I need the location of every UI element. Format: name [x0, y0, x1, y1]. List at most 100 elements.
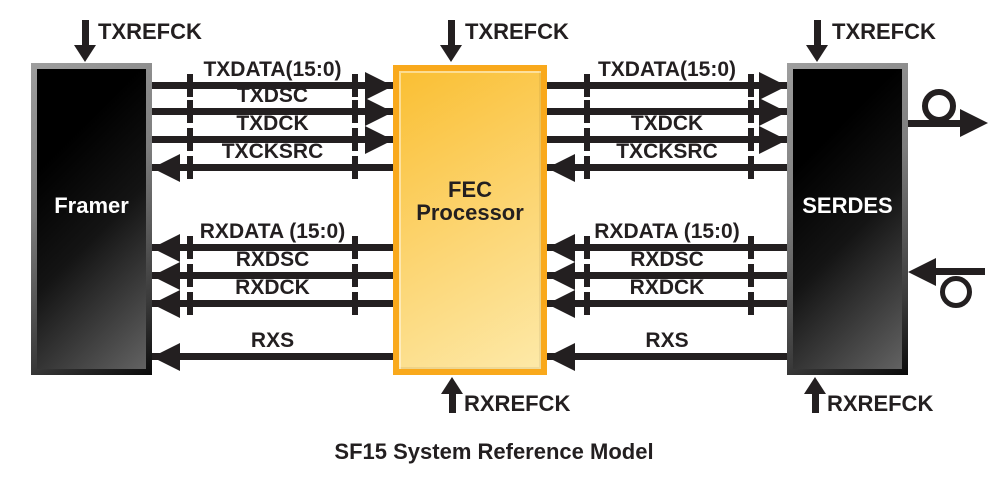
fec-processor-block-face: FEC Processor: [399, 71, 541, 369]
bus-tick: [352, 100, 358, 123]
fec-label-line1: FEC: [448, 177, 492, 202]
rxrefck-arrow-fec: [449, 392, 456, 413]
signal-txdck-framer-fec: TXDCK: [152, 109, 393, 154]
bus-tick: [187, 156, 193, 179]
bus-tick: [748, 292, 754, 315]
txrefck-arrow-fec: [448, 20, 455, 47]
bus-tick: [187, 128, 193, 151]
arrowhead-left-icon: [152, 261, 180, 290]
signal-txdsc-fec-serdes: [547, 81, 787, 126]
bus-tick: [187, 236, 193, 259]
bus-line: [547, 353, 787, 360]
bus-line: [547, 164, 787, 171]
arrowhead-left-icon: [547, 233, 575, 262]
txrefck-label-fec: TXREFCK: [465, 19, 569, 44]
bus-tick: [748, 100, 754, 123]
signal-label: TXCKSRC: [221, 140, 324, 163]
bus-line: [152, 136, 393, 143]
signal-rxs-serdes-fec: RXS: [547, 326, 787, 371]
signal-label: RXDCK: [235, 276, 310, 299]
bus-tick: [584, 236, 590, 259]
serdes-block-face: SERDES: [793, 69, 902, 369]
arrowhead-left-icon: [547, 289, 575, 318]
bus-line: [547, 82, 787, 89]
arrowhead-down-icon: [806, 45, 828, 62]
bus-line: [152, 108, 393, 115]
bus-line: [152, 82, 393, 89]
framer-label: Framer: [54, 193, 129, 218]
bus-tick: [187, 264, 193, 287]
framer-block: Framer: [31, 63, 152, 375]
signal-label: RXDCK: [629, 276, 705, 299]
bus-tick: [584, 128, 590, 151]
signal-txdata-framer-fec: TXDATA(15:0): [152, 55, 393, 100]
serdes-block: SERDES: [787, 63, 908, 375]
arrowhead-right-icon: [365, 125, 393, 154]
txrefck-label-framer: TXREFCK: [98, 19, 202, 44]
bus-tick: [352, 264, 358, 287]
framer-block-face: Framer: [37, 69, 146, 369]
signal-label: RXDATA (15:0): [199, 220, 346, 243]
bus-line: [152, 164, 393, 171]
signal-label: RXDATA (15:0): [594, 220, 740, 243]
bus-tick: [748, 236, 754, 259]
signal-label: RXS: [250, 329, 295, 352]
signal-label: TXCKSRC: [616, 140, 718, 163]
arrowhead-right-icon: [365, 97, 393, 126]
bus-tick: [584, 292, 590, 315]
bus-tick: [187, 292, 193, 315]
bus-tick: [187, 100, 193, 123]
arrowhead-left-icon: [908, 258, 936, 286]
arrowhead-left-icon: [547, 261, 575, 290]
signal-rxdsc-fec-framer: RXDSC: [152, 245, 393, 290]
bus-tick: [352, 156, 358, 179]
signal-txdata-fec-serdes: TXDATA(15:0): [547, 55, 787, 100]
txrefck-label-serdes: TXREFCK: [832, 19, 936, 44]
bus-tick: [352, 128, 358, 151]
signal-label: RXDSC: [630, 248, 704, 271]
bus-line: [547, 272, 787, 279]
txrefck-arrow-serdes: [814, 20, 821, 47]
fiber-loop-icon: [922, 89, 956, 123]
arrowhead-up-icon: [441, 377, 463, 394]
signal-rxdck-serdes-fec: RXDCK: [547, 273, 787, 318]
bus-line: [547, 244, 787, 251]
signal-label: TXDCK: [236, 112, 309, 135]
rxrefck-arrow-serdes: [812, 392, 819, 413]
signal-txdsc-framer-fec: TXDSC: [152, 81, 393, 126]
diagram-caption: SF15 System Reference Model: [334, 439, 654, 464]
fiber-loop-icon: [940, 276, 972, 308]
signal-label: RXDSC: [235, 248, 310, 271]
bus-line: [547, 136, 787, 143]
bus-tick: [352, 236, 358, 259]
rxrefck-label-fec: RXREFCK: [464, 391, 571, 416]
signal-label: TXDCK: [630, 112, 704, 135]
fec-label-line2: Processor: [416, 200, 524, 225]
signal-label: TXDATA(15:0): [203, 58, 342, 81]
arrowhead-right-icon: [759, 125, 787, 154]
arrowhead-right-icon: [960, 109, 988, 137]
signal-rxdsc-serdes-fec: RXDSC: [547, 245, 787, 290]
signal-txdck-fec-serdes: TXDCK: [547, 109, 787, 154]
signal-txcksrc-fec-framer: TXCKSRC: [152, 137, 393, 182]
arrowhead-left-icon: [152, 289, 180, 318]
signal-txcksrc-serdes-fec: TXCKSRC: [547, 137, 787, 182]
fec-processor-block: FEC Processor: [393, 65, 547, 375]
bus-tick: [748, 156, 754, 179]
bus-tick: [748, 128, 754, 151]
bus-tick: [584, 156, 590, 179]
fec-processor-label: FEC Processor: [399, 178, 541, 224]
bus-tick: [748, 74, 754, 97]
arrowhead-right-icon: [365, 71, 393, 100]
bus-tick: [584, 264, 590, 287]
bus-tick: [352, 292, 358, 315]
bus-line: [152, 244, 393, 251]
bus-tick: [584, 100, 590, 123]
bus-tick: [748, 264, 754, 287]
bus-line: [152, 272, 393, 279]
arrowhead-left-icon: [547, 153, 575, 182]
bus-tick: [187, 74, 193, 97]
signal-label: TXDSC: [236, 84, 309, 107]
arrowhead-up-icon: [804, 377, 826, 394]
